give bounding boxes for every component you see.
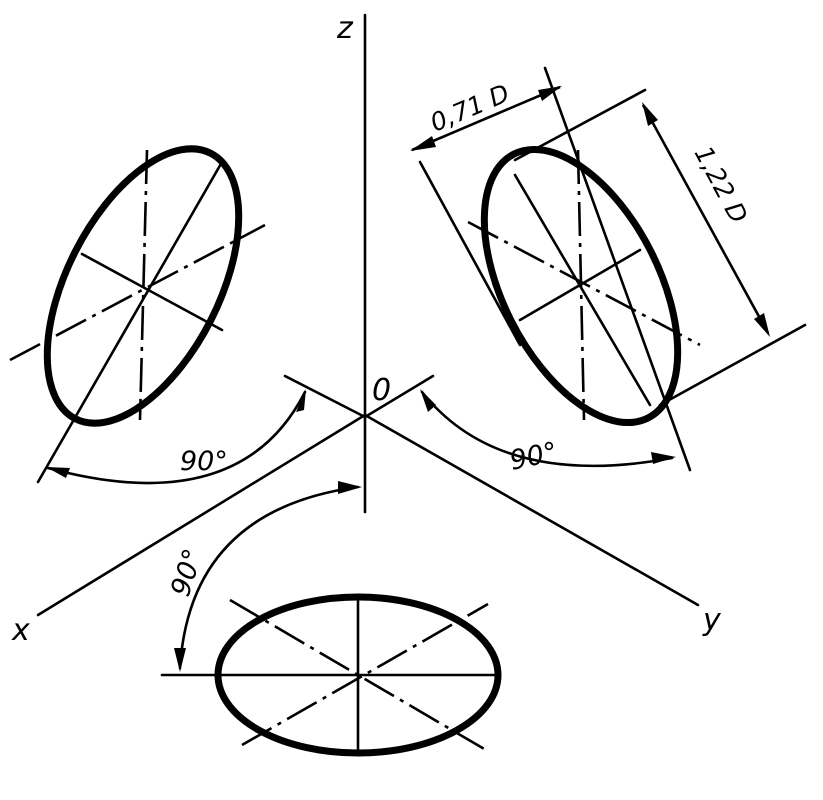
- angle-left-label: 90°: [180, 446, 228, 477]
- ellipse-xz-centerline-major: [138, 149, 149, 421]
- ellipse-yz-ext-bottom: [658, 323, 807, 407]
- ellipse-xy-centerline-1: [229, 598, 487, 752]
- angle-left-arc: [46, 390, 307, 485]
- ellipse-xz-diameter-1: [36, 160, 224, 484]
- y-axis-label: y: [702, 603, 722, 638]
- axes: [36, 13, 700, 617]
- angle-right-arrow-end: [651, 452, 676, 464]
- angle-left-arrow-start: [46, 467, 70, 478]
- dimension-major-line: [641, 104, 770, 334]
- ellipse-yz-diameter-1: [513, 173, 652, 407]
- ellipse-xz-diameter-2: [80, 252, 224, 332]
- ellipse-yz-ext-top: [513, 88, 647, 162]
- ellipse-yz-plane: [418, 66, 807, 472]
- angle-left-arrow-end: [296, 389, 306, 412]
- ellipse-xy-plane: [160, 593, 502, 757]
- angle-bottom-label: 90°: [165, 545, 209, 600]
- dimension-major-arrow-end: [754, 313, 770, 337]
- origin-cross-right: [363, 374, 435, 419]
- ellipse-yz-outline: [480, 145, 682, 427]
- origin-label: 0: [372, 373, 391, 408]
- ellipse-xy-centerline-2: [241, 602, 489, 747]
- dimension-minor: 0,71 D: [410, 78, 562, 152]
- dimension-minor-arrow-start: [410, 136, 436, 151]
- ellipse-yz-tangent-left: [418, 160, 522, 347]
- dimension-minor-label: 0,71 D: [426, 78, 514, 137]
- angle-right-label: 90°: [507, 437, 560, 477]
- x-axis: [36, 413, 367, 617]
- angle-bottom-arc: [178, 485, 360, 670]
- ellipse-xz-centerline-minor: [9, 223, 266, 362]
- angle-right-arc: [420, 390, 674, 468]
- dimension-minor-line: [411, 85, 561, 152]
- angle-bottom: 90°: [165, 481, 362, 672]
- angle-bottom-arrow-start: [338, 481, 362, 494]
- origin-cross-left: [283, 374, 367, 419]
- dimension-major-arrow-start: [642, 102, 658, 126]
- y-axis: [363, 413, 700, 607]
- z-axis-label: z: [336, 11, 354, 46]
- ellipse-xz-plane: [9, 145, 266, 484]
- ellipse-yz-diameter-2: [518, 248, 642, 322]
- dimension-minor-arrow-end: [538, 86, 562, 101]
- ellipse-yz-tangent-upper: [543, 66, 692, 472]
- dimension-major: 1,22 D: [641, 102, 770, 337]
- angle-left: 90°: [46, 389, 307, 485]
- angle-right-arrow-start: [420, 389, 436, 412]
- x-axis-label: x: [11, 613, 30, 648]
- angle-bottom-arrow-end: [174, 648, 186, 672]
- dimension-major-label: 1,22 D: [689, 141, 754, 228]
- angle-right: 90°: [420, 389, 676, 477]
